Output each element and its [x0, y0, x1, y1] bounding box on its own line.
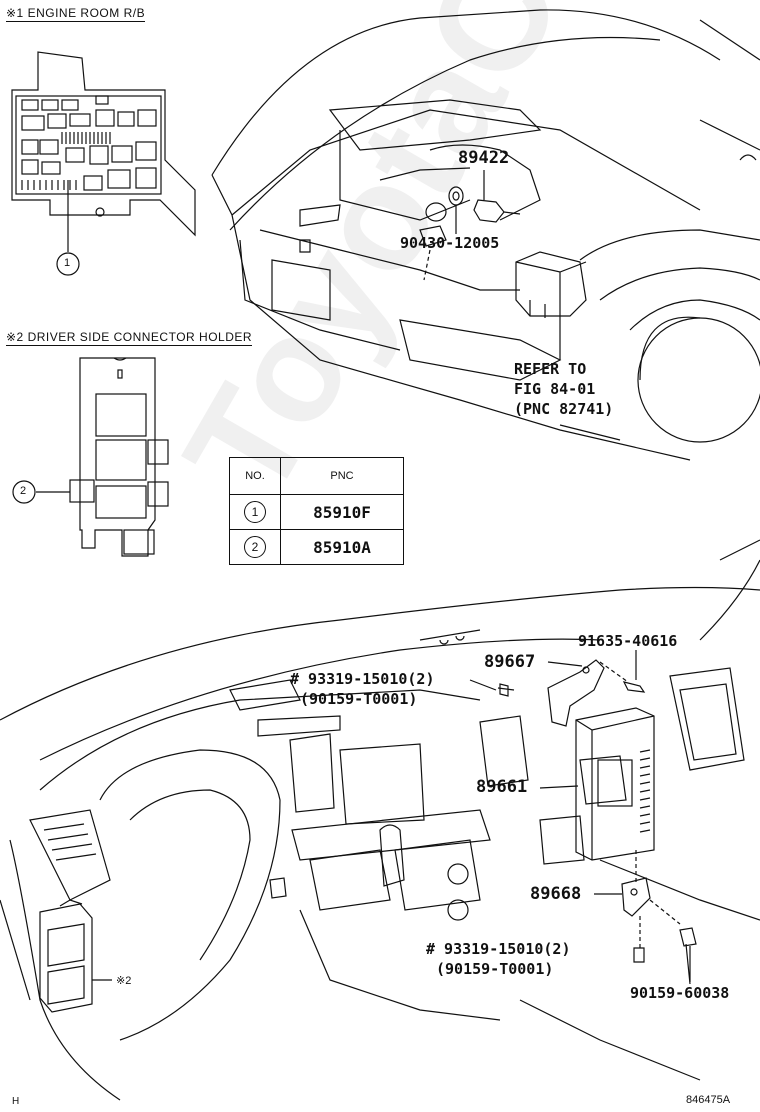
interior-connector-holder-icon	[39, 899, 112, 1013]
refer-to-line3[interactable]: (PNC 82741)	[514, 400, 614, 418]
bracket-89668-icon	[621, 850, 681, 948]
part-89667[interactable]: 89667	[484, 652, 536, 672]
pnc-row-2-value[interactable]: 85910A	[280, 529, 404, 565]
ecu-module-icon	[515, 251, 587, 360]
pnc-table-header-row: NO. PNC	[229, 457, 404, 495]
pnc-row-1-value[interactable]: 85910F	[280, 494, 404, 530]
pnc-header-no: NO.	[229, 457, 281, 495]
vehicle-front-outline-icon	[211, 9, 760, 461]
callout-2-label: 2	[20, 485, 27, 497]
figure-id: 846475A	[686, 1094, 731, 1106]
bracket-89667-icon	[547, 659, 629, 727]
connector-holder-header: ※2 DRIVER SIDE CONNECTOR HOLDER	[6, 330, 253, 346]
part-91635-40616[interactable]: 91635-40616	[578, 632, 678, 650]
part-90159-t0001-top[interactable]: (90159-T0001)	[300, 690, 418, 708]
pnc-table-row: 1 85910F	[229, 494, 404, 530]
engine-room-header: ※1 ENGINE ROOM R/B	[6, 6, 146, 22]
refer-to-line2[interactable]: FIG 84-01	[514, 380, 596, 398]
part-90430-12005[interactable]: 90430-12005	[400, 234, 500, 252]
corner-mark: H	[12, 1096, 20, 1107]
refer-to-line1: REFER TO	[514, 360, 587, 378]
pnc-table-row: 2 85910A	[229, 529, 404, 565]
pnc-row-no-cell: 1	[229, 494, 281, 530]
pnc-table: NO. PNC 1 85910F 2 85910A	[229, 457, 404, 565]
callout-1-label: 1	[64, 257, 71, 269]
sensor-89422-icon	[423, 170, 521, 281]
part-89668[interactable]: 89668	[530, 884, 582, 904]
bolt-icons	[497, 681, 697, 985]
pnc-header-pnc: PNC	[280, 457, 404, 495]
pnc-row-1-no: 1	[244, 501, 266, 523]
part-89661[interactable]: 89661	[476, 777, 528, 797]
pnc-row-2-no: 2	[244, 536, 266, 558]
callout-ref-2: ※2	[116, 975, 132, 987]
connector-holder-icon	[12, 357, 169, 557]
pnc-row-no-cell: 2	[229, 529, 281, 565]
part-89422[interactable]: 89422	[458, 148, 510, 168]
part-90159-t0001-bottom[interactable]: (90159-T0001)	[436, 960, 554, 978]
ecu-89661-icon	[575, 707, 655, 861]
connector-holder-header-text: ※2 DRIVER SIDE CONNECTOR HOLDER	[6, 330, 253, 346]
dashboard-interior-outline-icon	[0, 539, 760, 1101]
part-93319-15010-top[interactable]: # 93319-15010(2)	[290, 670, 435, 688]
leader-lines	[469, 650, 691, 982]
engine-room-header-text: ※1 ENGINE ROOM R/B	[6, 6, 146, 22]
part-93319-15010-bottom[interactable]: # 93319-15010(2)	[426, 940, 571, 958]
engine-room-relay-block-icon	[11, 51, 196, 276]
part-90159-60038[interactable]: 90159-60038	[630, 984, 730, 1002]
